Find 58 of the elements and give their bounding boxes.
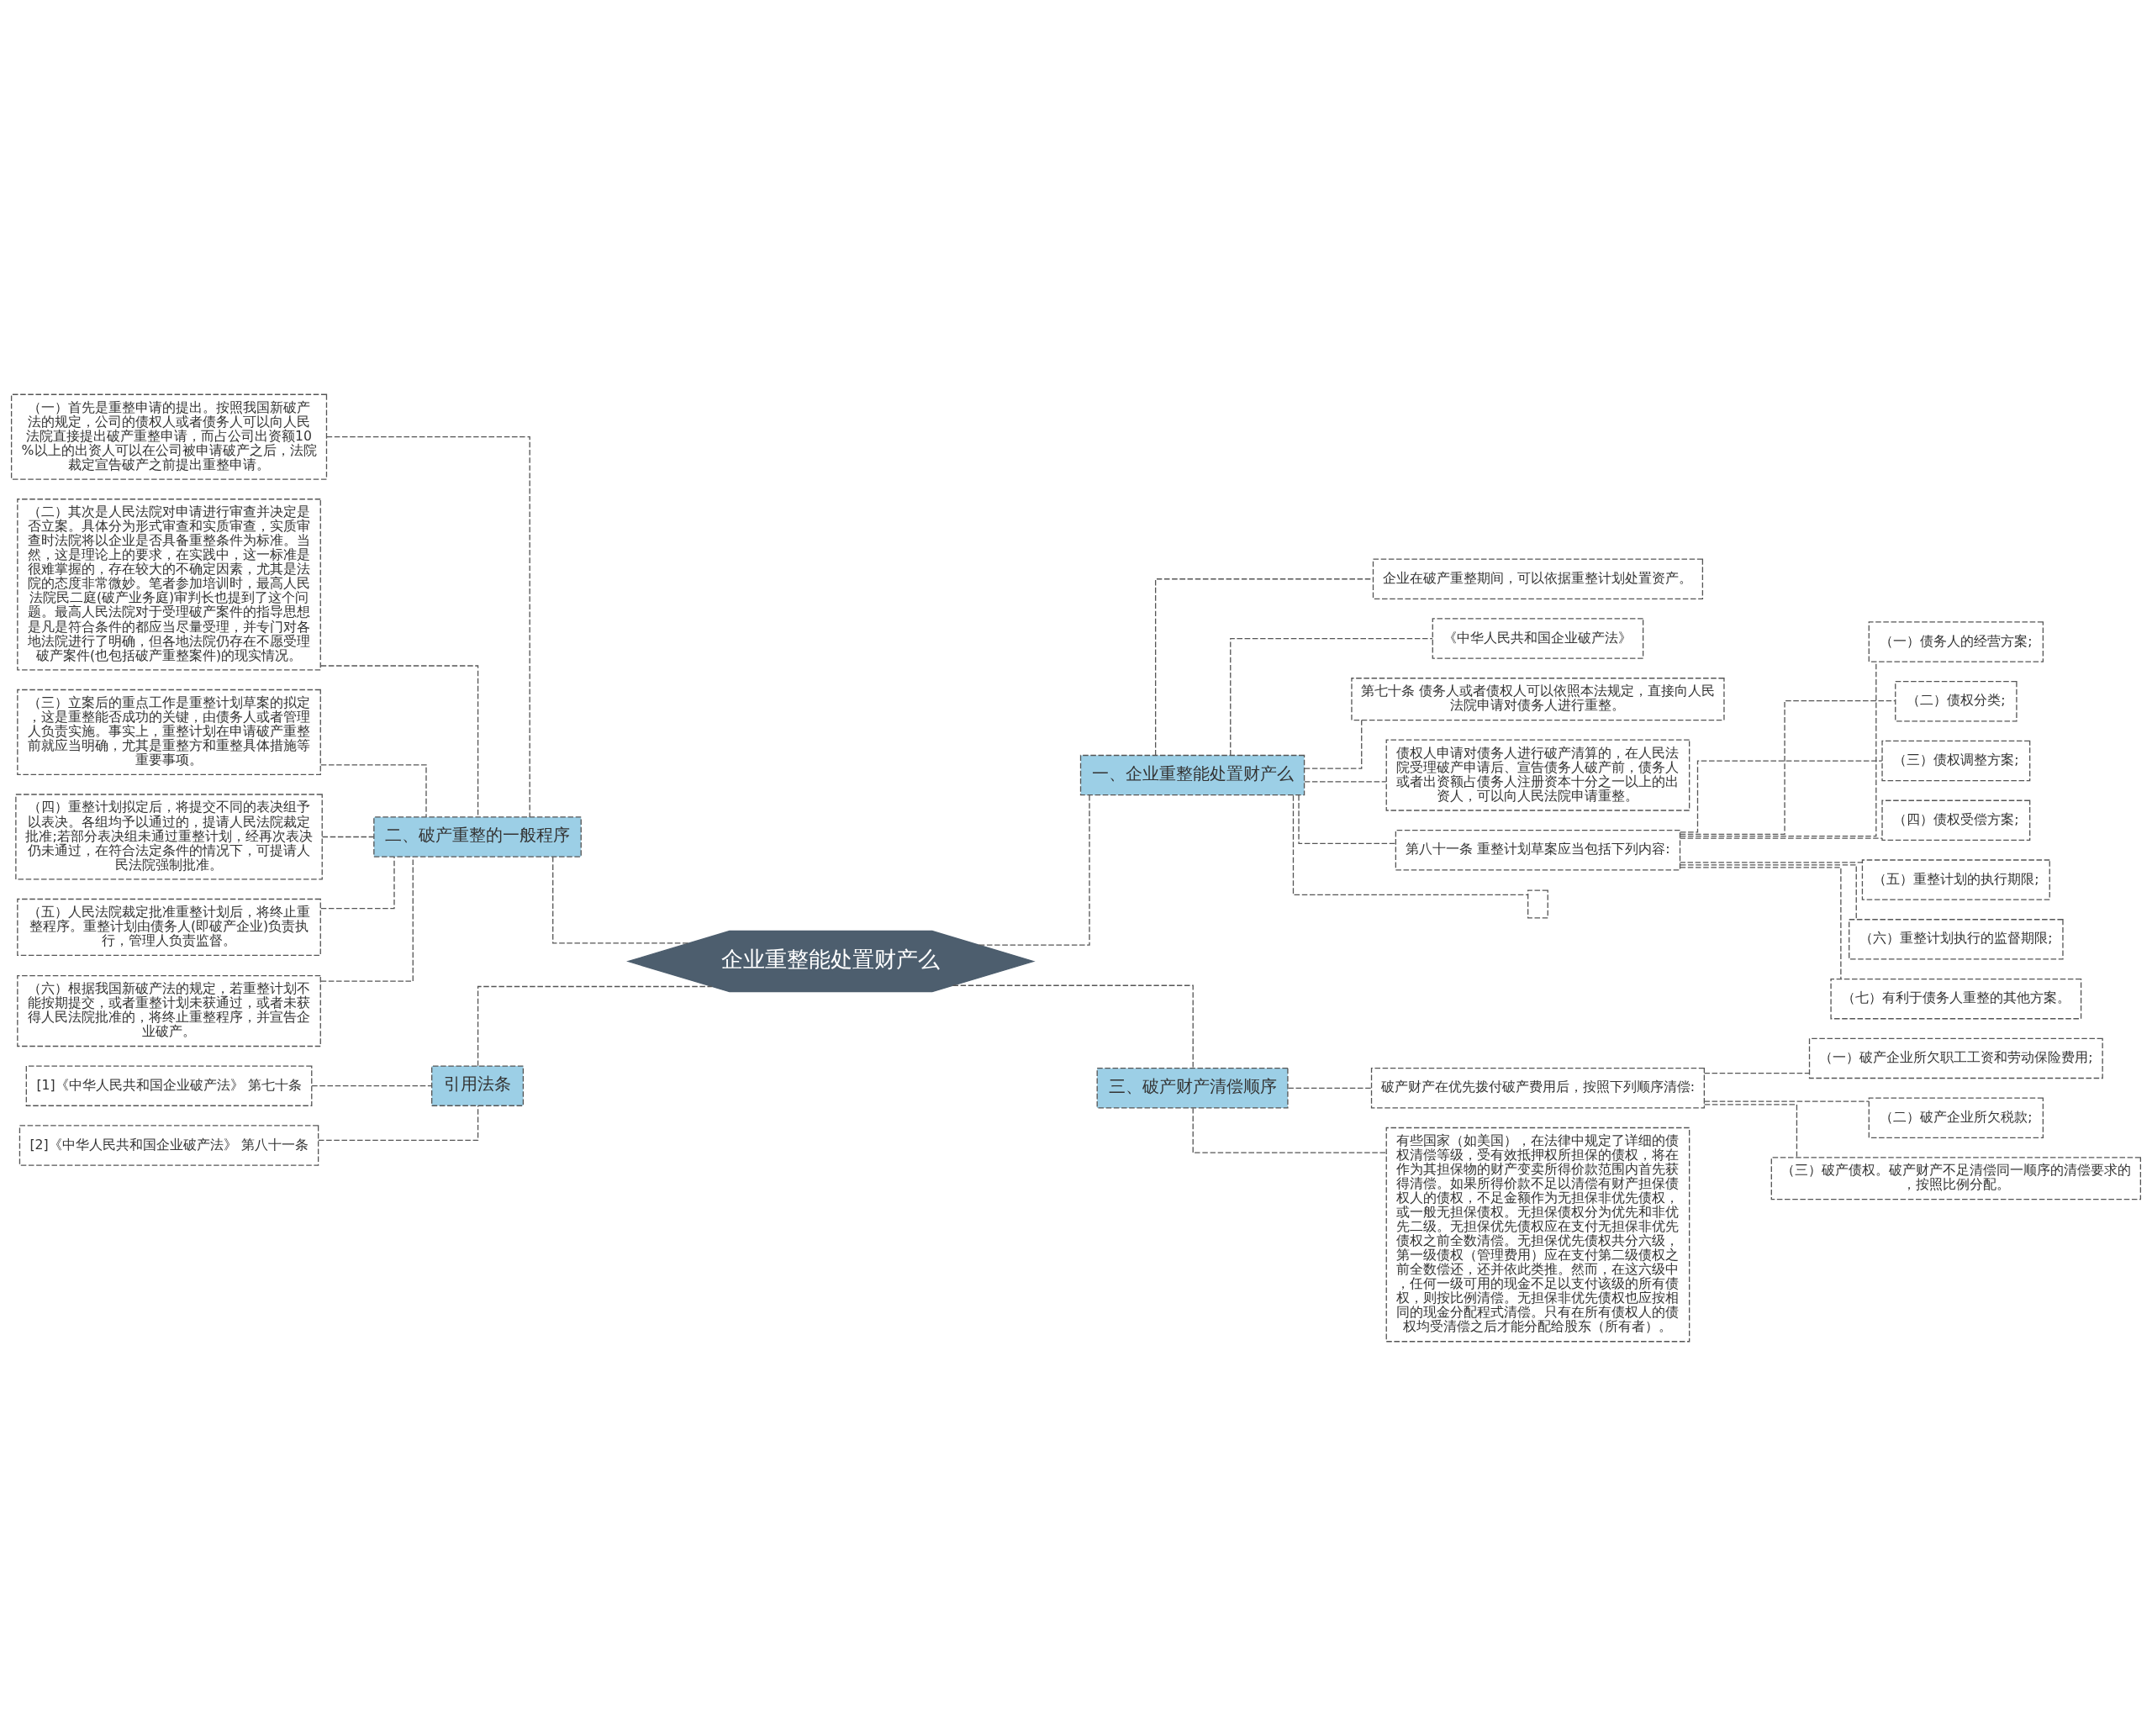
node-box: （六）根据我国新破产法的规定，若重整计划不能按期提交，或者重整计划未获通过，或者未获得人民法院批准的，将终止重整程序，并宣告企业破产。 (17, 974, 321, 1047)
node-box: 三、破产财产清偿顺序 (1096, 1068, 1289, 1109)
node-box: 一、企业重整能处置财产么 (1079, 754, 1305, 796)
node-box: 引用法条 (431, 1065, 525, 1106)
node-box: （七）有利于债务人重整的其他方案。 (1830, 978, 2082, 1020)
connector (311, 1085, 432, 1087)
connector (1304, 781, 1387, 783)
node-box: （三）立案后的重点工作是重整计划草案的拟定，这是重整能否成功的关键，由债务人或者管理人负责实施。事实上，重整计划在申请破产重整前就应当明确，尤其是重整方和重整具体措施等重要事项。 (17, 689, 321, 776)
connector (1292, 794, 1528, 895)
connector (1680, 760, 1883, 833)
node-box: [1]《中华人民共和国企业破产法》 第七十条 (25, 1065, 313, 1106)
node-box: [2]《中华人民共和国企业破产法》 第八十一条 (18, 1125, 319, 1166)
connector (1303, 720, 1363, 769)
connector (326, 436, 530, 818)
connector (1192, 1107, 1387, 1153)
connector (319, 665, 479, 818)
node-box: 债权人申请对债务人进行破产清算的，在人民法院受理破产申请后、宣告债务人破产前，债务人或者出资额占债务人注册资本十分之一以上的出资人，可以向人民法院申请重整。 (1385, 739, 1690, 811)
node-box: （一）债务人的经营方案; (1868, 621, 2044, 662)
connector (1230, 637, 1433, 757)
node-box: 企业在破产重整期间，可以依据重整计划处置资产。 (1372, 558, 1704, 600)
node-box: 《中华人民共和国企业破产法》 (1432, 618, 1644, 659)
connector (1679, 862, 1863, 863)
node-box: （二）债权分类; (1895, 681, 2018, 722)
connector (1703, 1104, 1798, 1158)
node-box: （二）破产企业所欠税款; (1868, 1097, 2044, 1138)
node-box: （二）其次是人民法院对申请进行审查并决定是否立案。具体分为形式审查和实质审查，实质审查时法院将以企业是否具备重整条件为标准。当然，这是理论上的要求，在实践中，这一标准是很难掌握的，存在较大的不确定因素，尤其是法院的态度非常微妙。笔者参加培训时，最高人民法院民二庭(破产业务庭)审判长也提到了这个问题。最高人民法院对于受理破产案件的指导思想是凡是符合条件的都应当尽量受理，并专门对各地法院进行了明确，但各地法院仍存在不愿受理破产案件(也包括破产重整案件)的现实情况。 (17, 499, 321, 671)
connector (1680, 864, 1857, 921)
node-box: 第七十条 债务人或者债权人可以依照本法规定，直接向人民法院申请对债务人进行重整。 (1351, 678, 1725, 721)
node-box: 二、破产重整的一般程序 (373, 816, 582, 857)
node-box: 破产财产在优先拨付破产费用后，按照下列顺序清偿: (1370, 1068, 1705, 1109)
connector (319, 856, 395, 910)
connector (1298, 794, 1396, 844)
connector (978, 794, 1090, 946)
connector (1679, 699, 1896, 835)
connector (321, 836, 375, 838)
connector (552, 856, 690, 944)
node-box: （三）债权调整方案; (1881, 740, 2031, 782)
connector (952, 984, 1194, 1069)
node-box: （五）重整计划的执行期限; (1861, 859, 2050, 900)
connector (477, 985, 713, 1067)
node-box: （一）首先是重整申请的提出。按照我国新破产法的规定，公司的债权人或者债务人可以向人民法院直接提出破产重整申请，而占公司出资额10%以上的出资人可以在公司被申请破产之后，法院裁定宣告破产之前提出重整申请。 (10, 393, 328, 480)
node-box: （三）破产债权。破产财产不足清偿同一顺序的清偿要求的，按照比例分配。 (1770, 1157, 2142, 1200)
node-box: （五）人民法院裁定批准重整计划后，将终止重整程序。重整计划由债务人(即破产企业)负责执行，管理人负责监督。 (17, 898, 321, 957)
connector (319, 856, 414, 982)
node-box: 有些国家（如美国），在法律中规定了详细的债权清偿等级，受有效抵押权所担保的债权，将在作为其担保物的财产变卖所得价款范围内首先获得清偿。如果所得价款不足以清偿有财产担保债权人的债权，不足金额作为无担保非优先债权，或一般无担保债权。无担保债权分为优先和非优先二级。无担保优先债权应在支付无担保非优先债权之前全数清偿。无担保优先债权共分六级，第一级债权（管理费用）应在支付第二级债权之前全数偿还，还并依此类推。然而，在这六级中，任何一级可用的现金不足以支付该级的所有债权，则按比例清偿。无担保非优先债权也应按相同的现金分配程式清偿。只有在所有债权人的债权均受清偿之后才能分配给股东（所有者）。 (1385, 1127, 1690, 1343)
connector (1703, 1100, 1870, 1102)
connector (1679, 867, 1842, 980)
node-box: （六）重整计划执行的监督期限; (1849, 919, 2064, 960)
node-box (1527, 889, 1548, 919)
connector (1287, 1087, 1372, 1089)
connector (1679, 837, 1883, 839)
node-box: （四）债权受偿方案; (1881, 799, 2031, 842)
connector (320, 764, 427, 818)
node-box: （四）重整计划拟定后，将提交不同的表决组予以表决。各组均予以通过的，提请人民法院裁定批准;若部分表决组未通过重整计划，经再次表决仍未通过，在符合法定条件的情况下，可提请人民法院强制批准。 (15, 794, 323, 880)
node-box: 第八十一条 重整计划草案应当包括下列内容: (1395, 829, 1681, 871)
connector (318, 1105, 479, 1141)
node-box: （一）破产企业所欠职工工资和劳动保险费用; (1808, 1037, 2103, 1079)
connector (1703, 1072, 1811, 1074)
